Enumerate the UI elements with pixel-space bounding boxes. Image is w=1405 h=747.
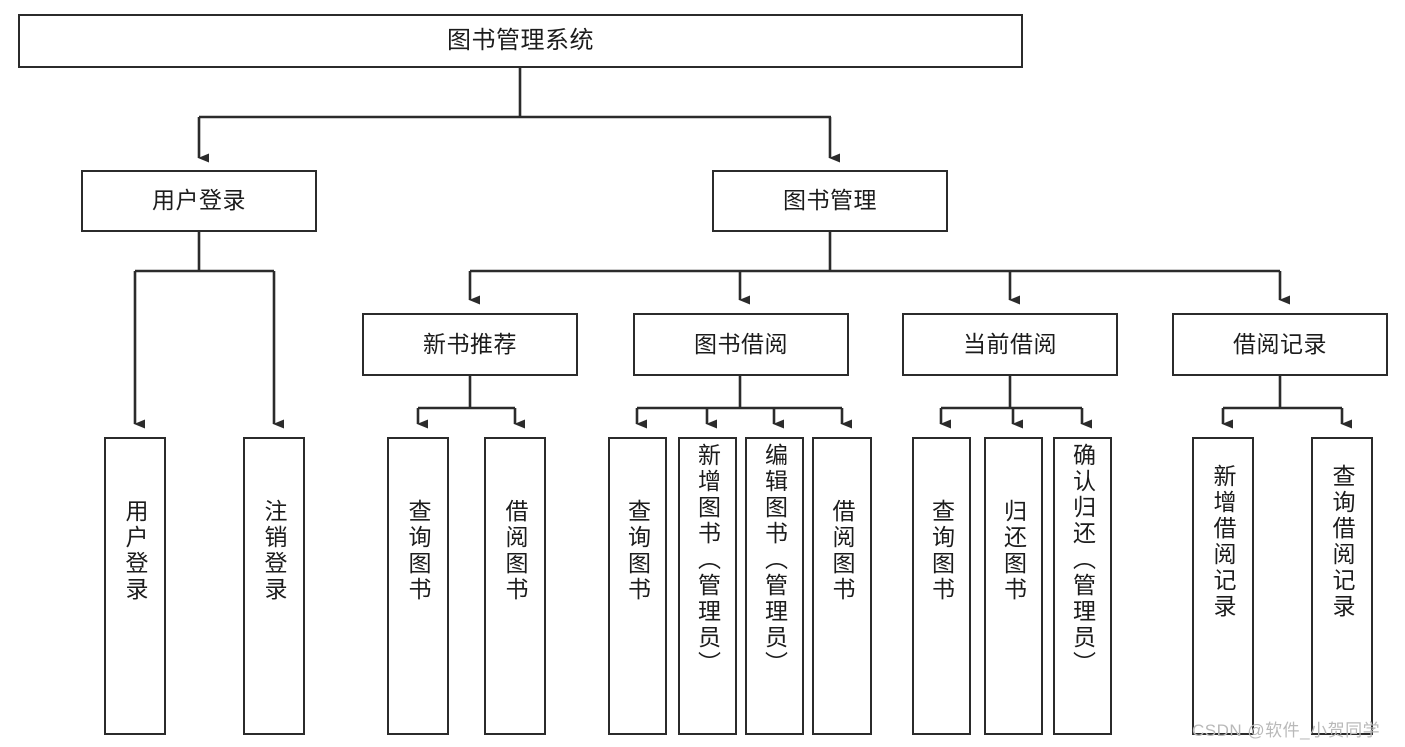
node-leaf-borrow-book-label: 借阅图书 — [829, 499, 856, 603]
node-leaf-query-record-label: 查询借阅记录 — [1329, 464, 1356, 620]
node-leaf-add-book[interactable]: 新增图书（管理员） — [678, 437, 737, 735]
node-leaf-query-book-rec[interactable]: 查询图书 — [387, 437, 449, 735]
node-leaf-add-record-label: 新增借阅记录 — [1210, 464, 1237, 620]
csdn-watermark: CSDN @软件_小贺同学 — [1192, 721, 1381, 740]
node-leaf-borrow-book-rec-label: 借阅图书 — [502, 499, 529, 603]
node-leaf-user-login[interactable]: 用户登录 — [104, 437, 166, 735]
node-new-book-rec[interactable]: 新书推荐 — [362, 313, 578, 376]
node-current-borrow[interactable]: 当前借阅 — [902, 313, 1118, 376]
node-leaf-query-book-borrow[interactable]: 查询图书 — [608, 437, 667, 735]
node-root-label: 图书管理系统 — [447, 26, 594, 54]
node-new-book-rec-label: 新书推荐 — [423, 330, 517, 357]
node-leaf-add-record[interactable]: 新增借阅记录 — [1192, 437, 1254, 735]
node-book-borrow[interactable]: 图书借阅 — [633, 313, 849, 376]
node-leaf-query-book-cur[interactable]: 查询图书 — [912, 437, 971, 735]
node-leaf-borrow-book-rec[interactable]: 借阅图书 — [484, 437, 546, 735]
node-root[interactable]: 图书管理系统 — [18, 14, 1023, 68]
node-leaf-return-book-label: 归还图书 — [1000, 499, 1027, 603]
node-leaf-confirm-return-label: 确认归还（管理员） — [1069, 443, 1096, 677]
node-leaf-query-book-cur-label: 查询图书 — [928, 499, 955, 603]
node-user-login-label: 用户登录 — [152, 187, 246, 214]
node-leaf-query-record[interactable]: 查询借阅记录 — [1311, 437, 1373, 735]
node-leaf-edit-book[interactable]: 编辑图书（管理员） — [745, 437, 804, 735]
node-leaf-edit-book-label: 编辑图书（管理员） — [761, 443, 788, 677]
node-leaf-query-book-borrow-label: 查询图书 — [624, 499, 651, 603]
node-leaf-user-login-label: 用户登录 — [122, 499, 149, 603]
node-book-borrow-label: 图书借阅 — [694, 330, 788, 357]
node-leaf-add-book-label: 新增图书（管理员） — [694, 443, 721, 677]
node-book-manage[interactable]: 图书管理 — [712, 170, 948, 232]
node-borrow-record[interactable]: 借阅记录 — [1172, 313, 1388, 376]
node-leaf-borrow-book[interactable]: 借阅图书 — [812, 437, 872, 735]
node-borrow-record-label: 借阅记录 — [1233, 330, 1327, 357]
node-leaf-return-book[interactable]: 归还图书 — [984, 437, 1043, 735]
node-leaf-query-book-rec-label: 查询图书 — [405, 499, 432, 603]
node-current-borrow-label: 当前借阅 — [963, 330, 1057, 357]
node-leaf-logout[interactable]: 注销登录 — [243, 437, 305, 735]
node-user-login[interactable]: 用户登录 — [81, 170, 317, 232]
node-leaf-logout-label: 注销登录 — [261, 499, 288, 603]
node-leaf-confirm-return[interactable]: 确认归还（管理员） — [1053, 437, 1112, 735]
node-book-manage-label: 图书管理 — [783, 187, 877, 214]
